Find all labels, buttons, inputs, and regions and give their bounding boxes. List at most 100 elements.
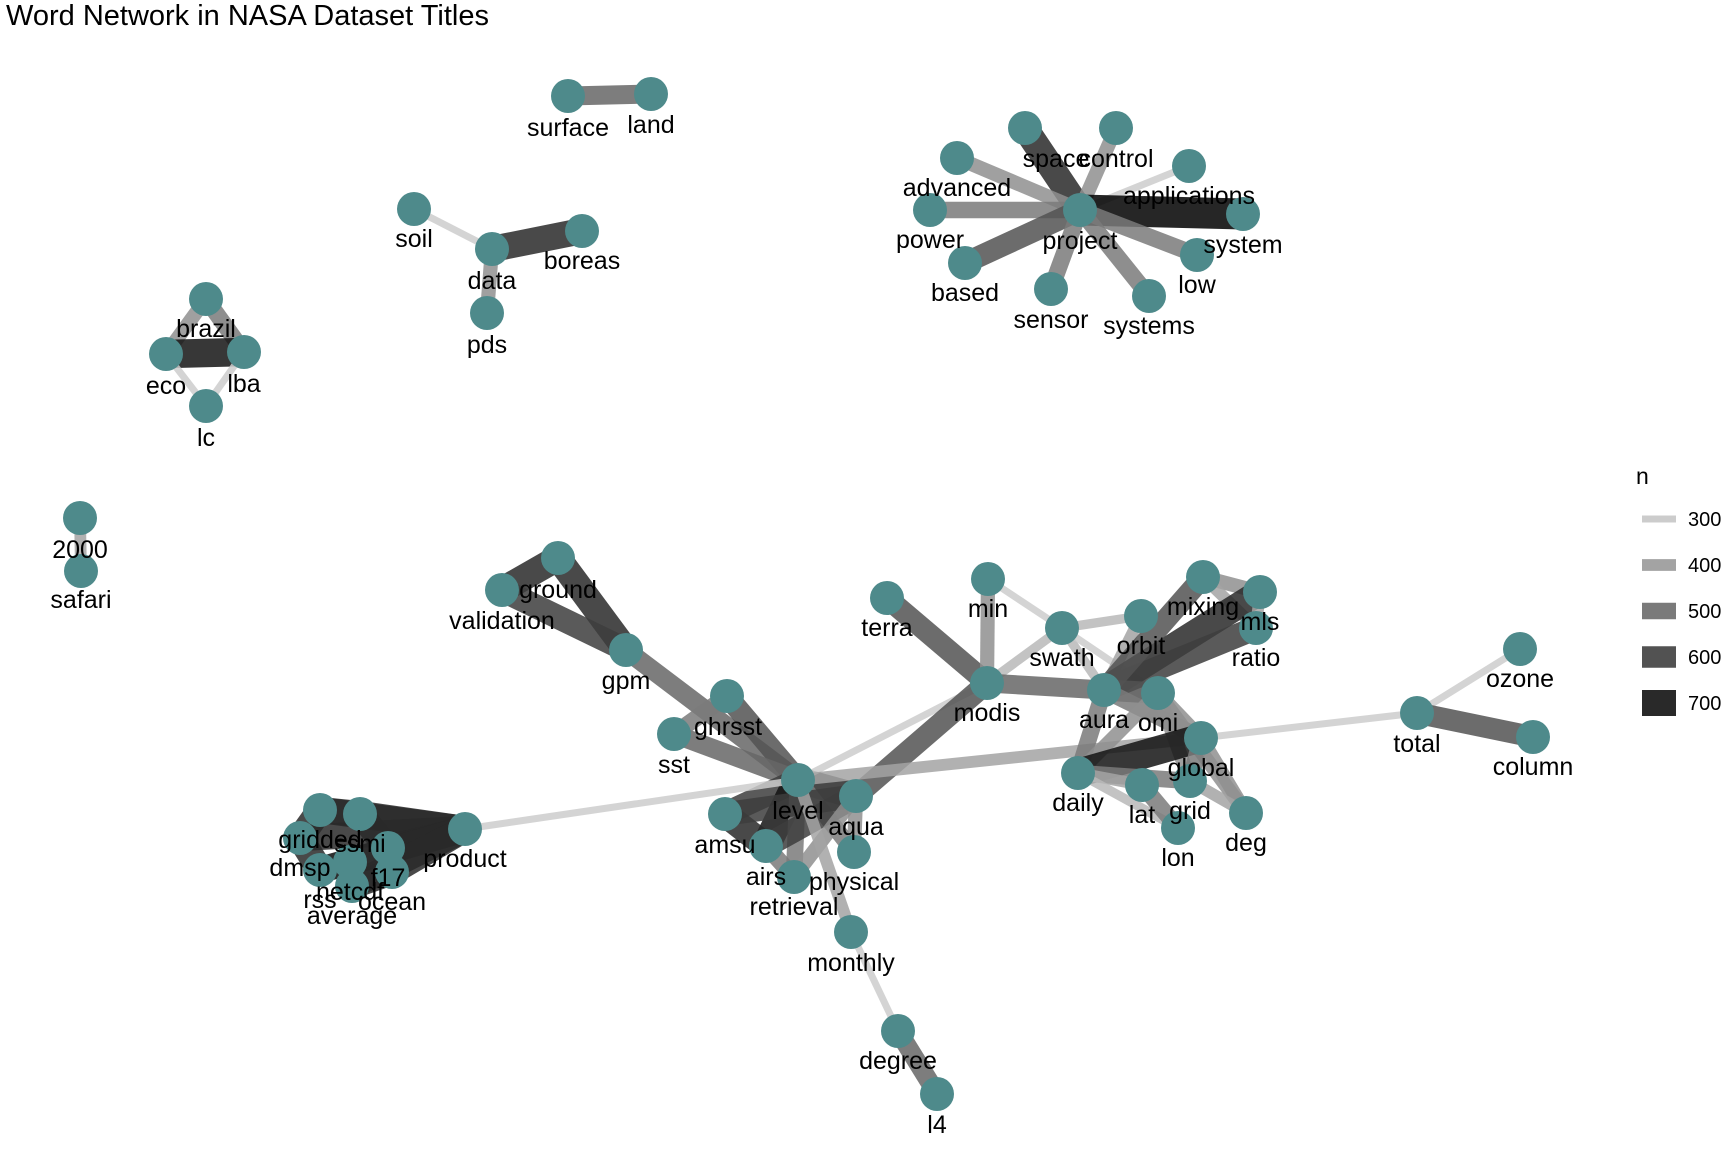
node-amsu — [708, 797, 742, 831]
node-validation — [485, 573, 519, 607]
node-daily — [1061, 756, 1095, 790]
node-total — [1400, 696, 1434, 730]
node-layer — [63, 77, 1550, 1111]
node-power — [913, 193, 947, 227]
node-deg — [1229, 796, 1263, 830]
node-project — [1063, 193, 1097, 227]
node-label-eco: eco — [146, 372, 186, 400]
edge-project-system — [1079, 194, 1244, 230]
edge-mixing-aura — [1095, 569, 1212, 698]
edge-terra-modis — [880, 589, 994, 692]
node-label-boreas: boreas — [544, 247, 620, 275]
node-label-amsu: amsu — [694, 831, 755, 859]
node-label-global: global — [1168, 754, 1235, 782]
node-swath — [1045, 611, 1079, 645]
node-data — [475, 232, 509, 266]
node-airs — [749, 829, 783, 863]
node-label-sensor: sensor — [1013, 306, 1088, 334]
node-ozone — [1503, 632, 1537, 666]
node-label-netcdf: netcdf — [316, 878, 384, 906]
edge-ratio-aura — [1099, 616, 1261, 702]
node-mls — [1243, 575, 1277, 609]
node-gridded — [303, 793, 337, 827]
node-land — [634, 77, 668, 111]
node-lba — [227, 335, 261, 369]
edge-systems-project — [1073, 204, 1156, 302]
edge-level-monthly — [792, 778, 857, 934]
node-column — [1516, 720, 1550, 754]
node-label-product: product — [423, 845, 506, 873]
node-systems — [1132, 279, 1166, 313]
edge-min-modis — [979, 578, 996, 684]
legend-label-700: 700 — [1688, 693, 1721, 715]
node-label-systems: systems — [1103, 312, 1195, 340]
edge-product-level — [464, 776, 799, 833]
node-based — [948, 246, 982, 280]
node-ratio — [1239, 611, 1273, 645]
node-label-daily: daily — [1052, 789, 1104, 817]
node-label-safari: safari — [50, 586, 111, 614]
node-label-retrieval: retrieval — [750, 893, 839, 921]
node-eco — [149, 337, 183, 371]
node-modis — [970, 666, 1004, 700]
node-omi — [1141, 676, 1175, 710]
node-2000 — [63, 501, 97, 535]
node-average — [335, 869, 369, 903]
node-label-total: total — [1393, 730, 1440, 758]
legend-title: n — [1636, 463, 1649, 489]
node-sensor — [1034, 272, 1068, 306]
node-label-grid: grid — [1169, 797, 1211, 825]
node-boreas — [565, 214, 599, 248]
node-mixing — [1186, 560, 1220, 594]
node-label-ozone: ozone — [1486, 665, 1554, 693]
node-label-low: low — [1178, 271, 1216, 299]
edge-based-project — [960, 200, 1085, 273]
edge-advanced-project — [954, 151, 1083, 217]
node-rss — [303, 853, 337, 887]
node-aqua — [839, 779, 873, 813]
node-pds — [470, 296, 504, 330]
node-low — [1180, 238, 1214, 272]
edge-monthly-degree — [847, 930, 902, 1033]
legend-label-300: 300 — [1688, 509, 1721, 531]
node-surface — [551, 79, 585, 113]
node-label-physical: physical — [809, 868, 899, 896]
edge-modis-aura — [986, 673, 1105, 700]
node-advanced — [940, 141, 974, 175]
plot-title: Word Network in NASA Dataset Titles — [6, 0, 489, 32]
node-aura — [1087, 673, 1121, 707]
node-safari — [64, 554, 98, 588]
node-label-power: power — [896, 226, 964, 254]
node-label-degree: degree — [859, 1047, 937, 1075]
edge-total-column — [1414, 702, 1536, 748]
node-retrieval — [777, 860, 811, 894]
node-physical — [837, 835, 871, 869]
node-lc — [189, 389, 223, 423]
node-lon — [1161, 811, 1195, 845]
node-label-applications: applications — [1123, 182, 1255, 210]
node-orbit — [1124, 599, 1158, 633]
node-label-ssmi: ssmi — [334, 830, 385, 858]
node-label-gridded: gridded — [278, 826, 361, 854]
edge-low-project — [1077, 202, 1200, 263]
edge-total-ozone — [1415, 646, 1522, 716]
node-label-aqua: aqua — [828, 813, 884, 841]
node-lat — [1125, 768, 1159, 802]
node-ocean — [375, 855, 409, 889]
node-label-average: average — [307, 902, 397, 930]
legend-label-400: 400 — [1688, 555, 1721, 577]
node-label-brazil: brazil — [176, 315, 236, 343]
node-label-monthly: monthly — [807, 949, 895, 977]
node-l4 — [920, 1077, 954, 1111]
legend-label-500: 500 — [1688, 601, 1721, 623]
edge-layer — [74, 84, 1536, 1100]
node-label-column: column — [1493, 753, 1574, 781]
node-label-lat: lat — [1129, 801, 1155, 829]
node-gpm — [609, 633, 643, 667]
node-label-orbit: orbit — [1117, 632, 1166, 660]
node-product — [448, 812, 482, 846]
node-label-lc: lc — [197, 424, 215, 452]
node-label-rss: rss — [303, 886, 336, 914]
node-label-level: level — [772, 797, 823, 825]
